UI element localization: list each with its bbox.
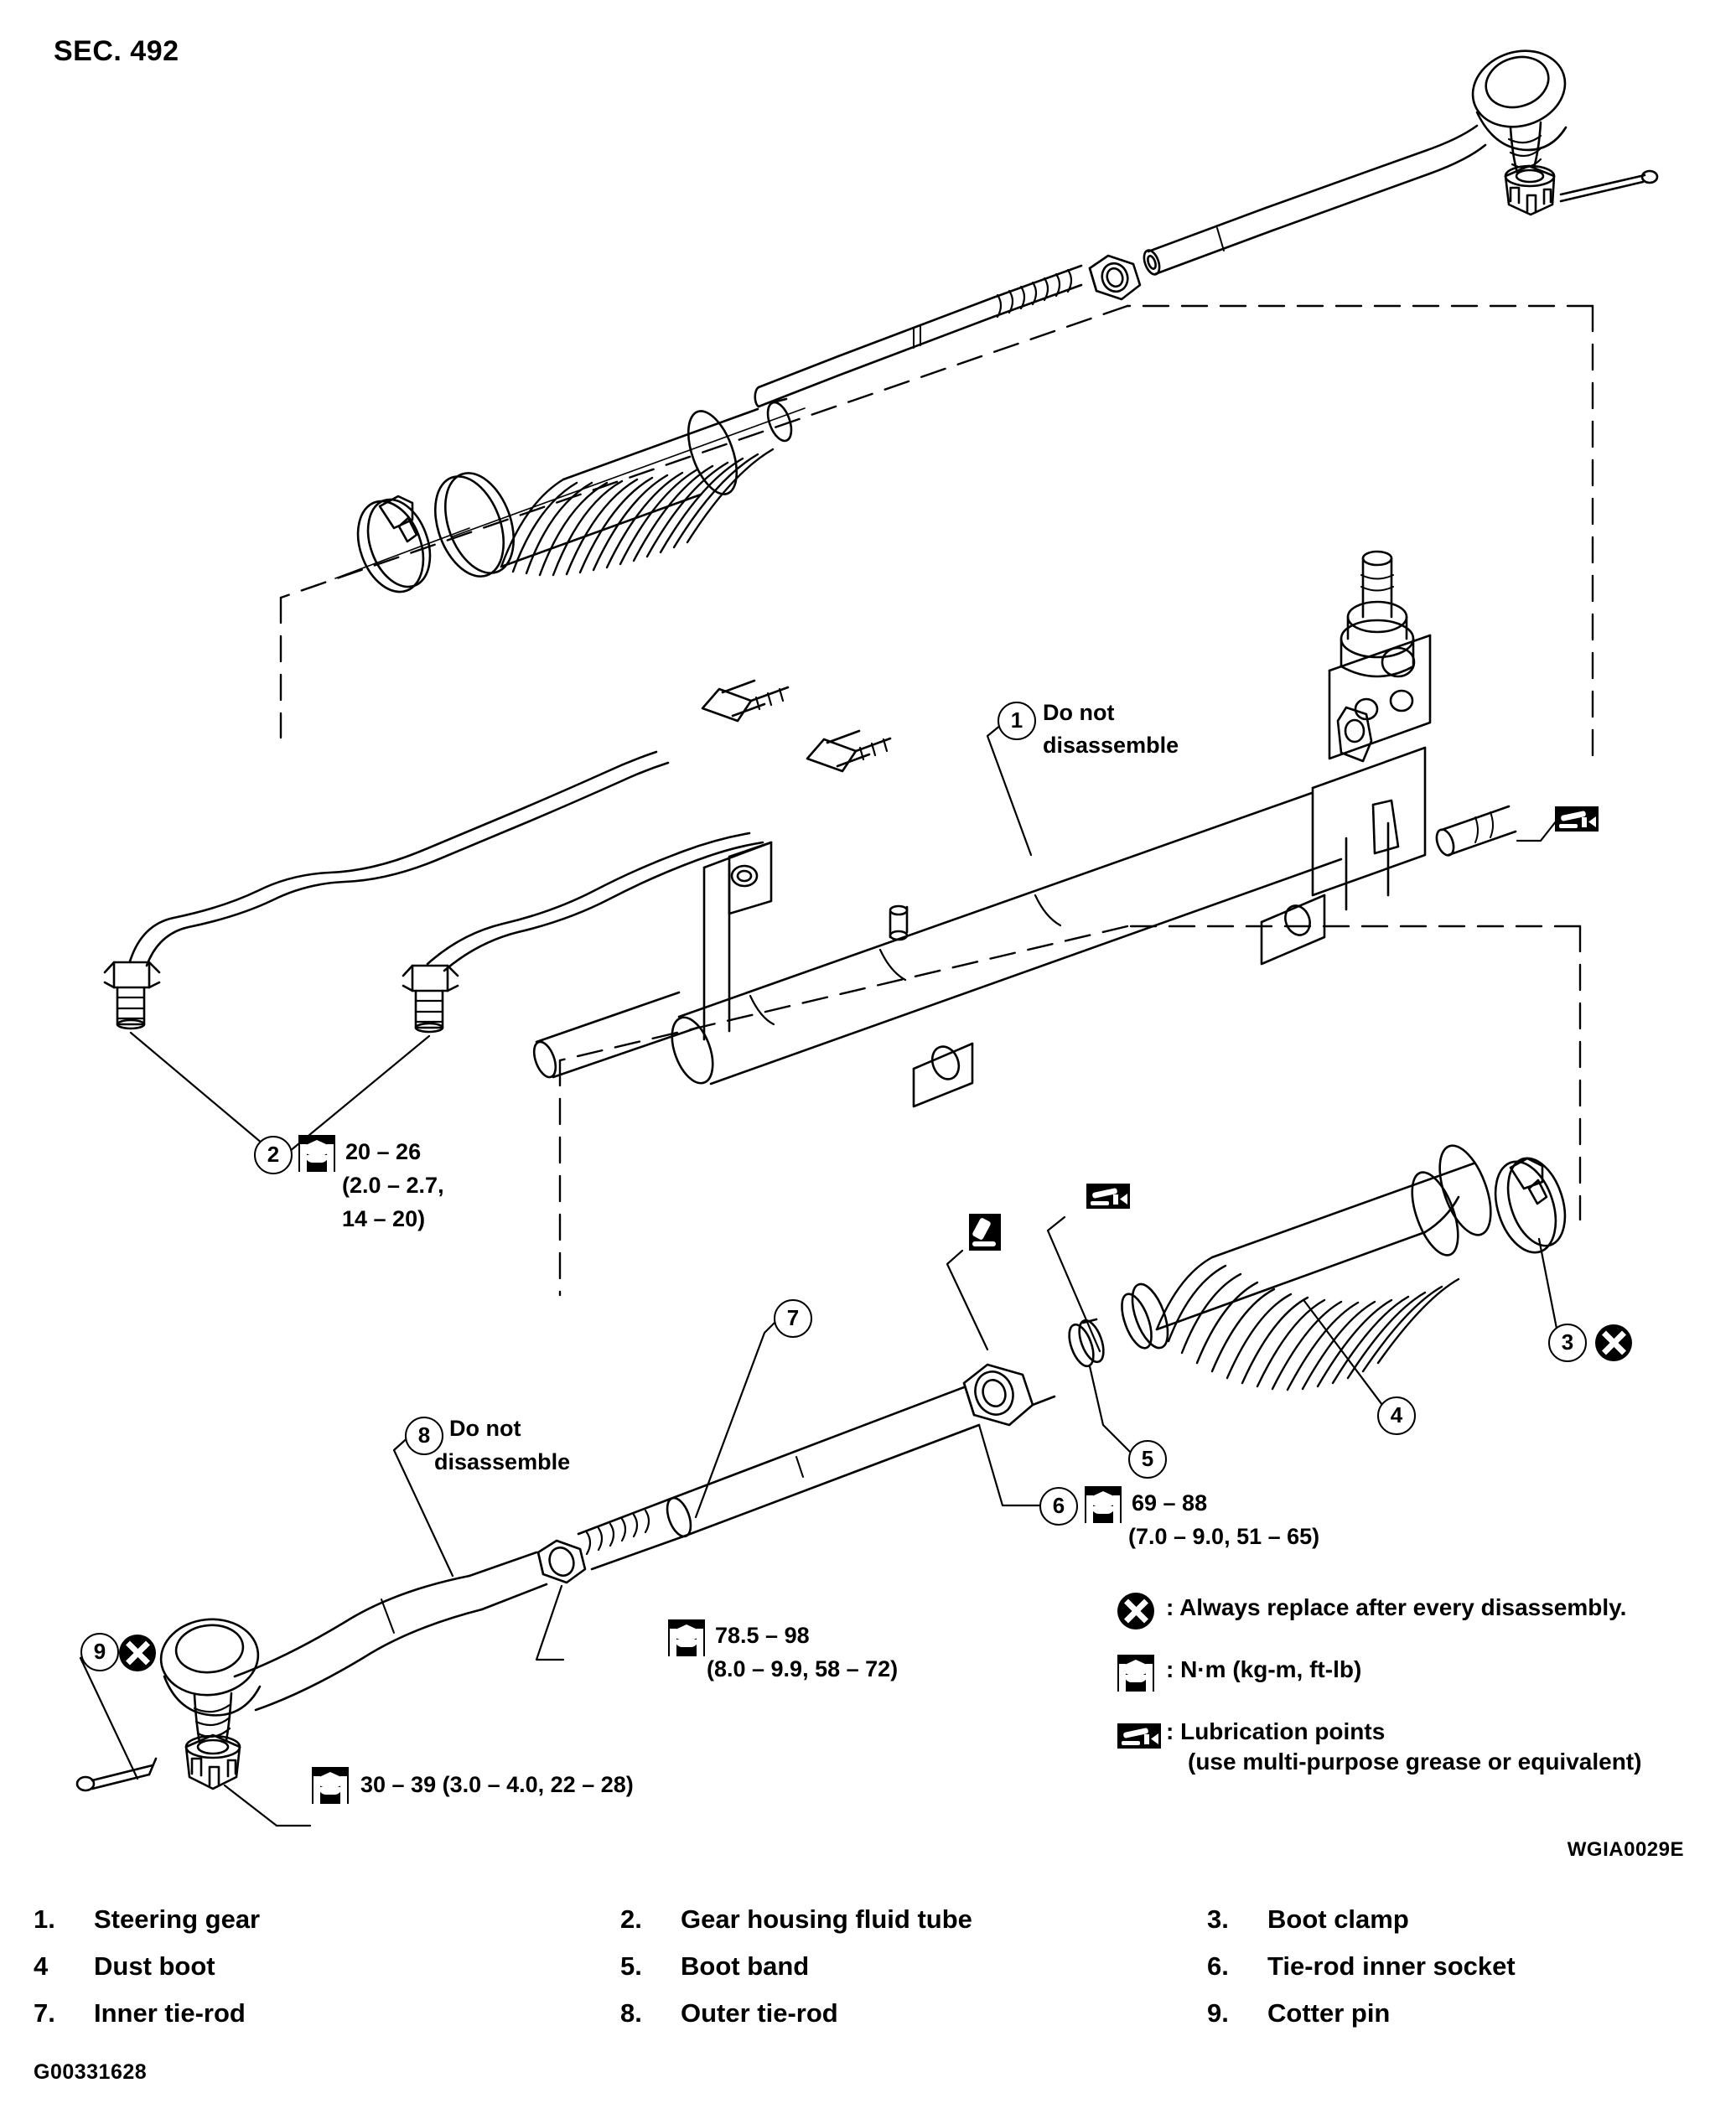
- parts-item-number: 6.: [1207, 1951, 1229, 1981]
- legend-label-always-replace: : Always replace after every disassembly…: [1166, 1594, 1627, 1620]
- gear-housing-fluid-tubes: [103, 679, 892, 1157]
- parts-item-label: Tie-rod inner socket: [1267, 1951, 1516, 1981]
- callout-8-note-line1: Do not: [449, 1416, 521, 1441]
- exploded-view-diagram: [75, 49, 1659, 1827]
- steering-gear-housing: [532, 550, 1517, 1108]
- torque-wrench-icon: [668, 1619, 705, 1656]
- outer-tie-rod-upper: [754, 49, 1659, 408]
- torque-spec-2-line3: 14 – 20): [342, 1206, 426, 1231]
- parts-item-number: 2.: [620, 1904, 642, 1934]
- parts-item-4: 4 Dust boot: [0, 1951, 620, 1982]
- torque-spec-2-line1: 20 – 26: [345, 1139, 422, 1164]
- callout-1-note-line1: Do not: [1043, 700, 1115, 725]
- torque-spec-inner-line2: (8.0 – 9.9, 58 – 72): [707, 1656, 899, 1681]
- lubrication-point-icon: [1555, 806, 1599, 832]
- legend-row-always-replace: : Always replace after every disassembly…: [1117, 1593, 1729, 1633]
- inner-tie-rod-assembly: [75, 1144, 1567, 1792]
- parts-item-number: 7.: [34, 1998, 55, 2028]
- torque-spec-6-line2: (7.0 – 9.0, 51 – 65): [1128, 1524, 1320, 1549]
- parts-item-label: Cotter pin: [1267, 1998, 1391, 2028]
- parts-item-5: 5. Boot band: [620, 1951, 1207, 1982]
- legend-label-lubrication: : Lubrication points: [1166, 1718, 1386, 1744]
- balloon-9[interactable]: 9: [80, 1633, 119, 1671]
- parts-item-label: Gear housing fluid tube: [681, 1904, 972, 1934]
- torque-wrench-icon: [1085, 1486, 1122, 1523]
- torque-spec-outer-line1: 30 – 39 (3.0 – 4.0, 22 – 28): [360, 1772, 634, 1797]
- parts-list: 1. Steering gear 2. Gear housing fluid t…: [0, 1904, 1736, 2045]
- callout-1-note-line2: disassemble: [1043, 733, 1179, 758]
- lubrication-point-icon: [1086, 1184, 1130, 1209]
- always-replace-icon: [1117, 1593, 1154, 1630]
- balloon-3[interactable]: 3: [1548, 1324, 1587, 1362]
- dust-boot-upper: [334, 397, 806, 593]
- callout-8-note-line2: disassemble: [434, 1449, 571, 1474]
- legend-sublabel-lubrication: (use multi-purpose grease or equivalent): [1188, 1749, 1642, 1775]
- balloon-6[interactable]: 6: [1039, 1487, 1078, 1526]
- parts-row: 1. Steering gear 2. Gear housing fluid t…: [0, 1904, 1736, 1935]
- parts-item-number: 1.: [34, 1904, 55, 1934]
- parts-item-6: 6. Tie-rod inner socket: [1207, 1951, 1736, 1982]
- parts-item-label: Boot clamp: [1267, 1904, 1409, 1934]
- torque-wrench-icon: [298, 1135, 335, 1172]
- page-title: SEC. 492: [54, 35, 179, 67]
- parts-item-number: 3.: [1207, 1904, 1229, 1934]
- parts-item-label: Steering gear: [94, 1904, 261, 1934]
- parts-item-8: 8. Outer tie-rod: [620, 1998, 1207, 2029]
- torque-wrench-icon: [1117, 1655, 1154, 1692]
- lubrication-point-icon-slot: [1117, 1717, 1164, 1755]
- group-frame-upper: [279, 304, 1594, 769]
- parts-item-label: Outer tie-rod: [681, 1998, 838, 2028]
- legend-row-torque: : N·m (kg-m, ft-lb): [1117, 1655, 1729, 1695]
- balloon-2[interactable]: 2: [254, 1136, 293, 1174]
- torque-wrench-icon-slot: [1117, 1655, 1164, 1693]
- lubrication-point-icon: [1117, 1723, 1161, 1749]
- document-id: G00331628: [34, 2060, 148, 2084]
- balloon-4[interactable]: 4: [1377, 1396, 1416, 1435]
- legend-label-torque: : N·m (kg-m, ft-lb): [1166, 1656, 1362, 1682]
- parts-item-number: 4: [34, 1951, 49, 1981]
- always-replace-icon: [119, 1635, 156, 1671]
- parts-item-label: Dust boot: [94, 1951, 215, 1981]
- always-replace-icon: [1595, 1324, 1632, 1361]
- parts-item-number: 8.: [620, 1998, 642, 2028]
- parts-row: 4 Dust boot 5. Boot band 6. Tie-rod inne…: [0, 1951, 1736, 1982]
- torque-spec-6-line1: 69 – 88: [1132, 1490, 1208, 1516]
- legend: : Always replace after every disassembly…: [1117, 1593, 1729, 1800]
- grease-applicator-icon: [969, 1214, 1001, 1251]
- parts-item-number: 9.: [1207, 1998, 1229, 2028]
- always-replace-icon-slot: [1117, 1593, 1164, 1631]
- parts-item-9: 9. Cotter pin: [1207, 1998, 1736, 2029]
- parts-item-1: 1. Steering gear: [0, 1904, 620, 1935]
- balloon-8[interactable]: 8: [405, 1417, 443, 1455]
- torque-spec-2-line2: (2.0 – 2.7,: [342, 1173, 444, 1198]
- balloon-1[interactable]: 1: [998, 702, 1036, 740]
- torque-spec-inner-line1: 78.5 – 98: [715, 1623, 810, 1648]
- group-frame-lower: [558, 925, 1582, 1297]
- torque-wrench-icon: [312, 1767, 349, 1804]
- parts-item-label: Inner tie-rod: [94, 1998, 246, 2028]
- reference-code: WGIA0029E: [1567, 1838, 1684, 1861]
- parts-item-2: 2. Gear housing fluid tube: [620, 1904, 1207, 1935]
- parts-row: 7. Inner tie-rod 8. Outer tie-rod 9. Cot…: [0, 1998, 1736, 2029]
- parts-item-number: 5.: [620, 1951, 642, 1981]
- parts-item-label: Boot band: [681, 1951, 810, 1981]
- parts-item-7: 7. Inner tie-rod: [0, 1998, 620, 2029]
- balloon-5[interactable]: 5: [1128, 1440, 1167, 1479]
- parts-item-3: 3. Boot clamp: [1207, 1904, 1736, 1935]
- balloon-7[interactable]: 7: [774, 1299, 812, 1338]
- legend-row-lubrication: : Lubrication points (use multi-purpose …: [1117, 1717, 1729, 1778]
